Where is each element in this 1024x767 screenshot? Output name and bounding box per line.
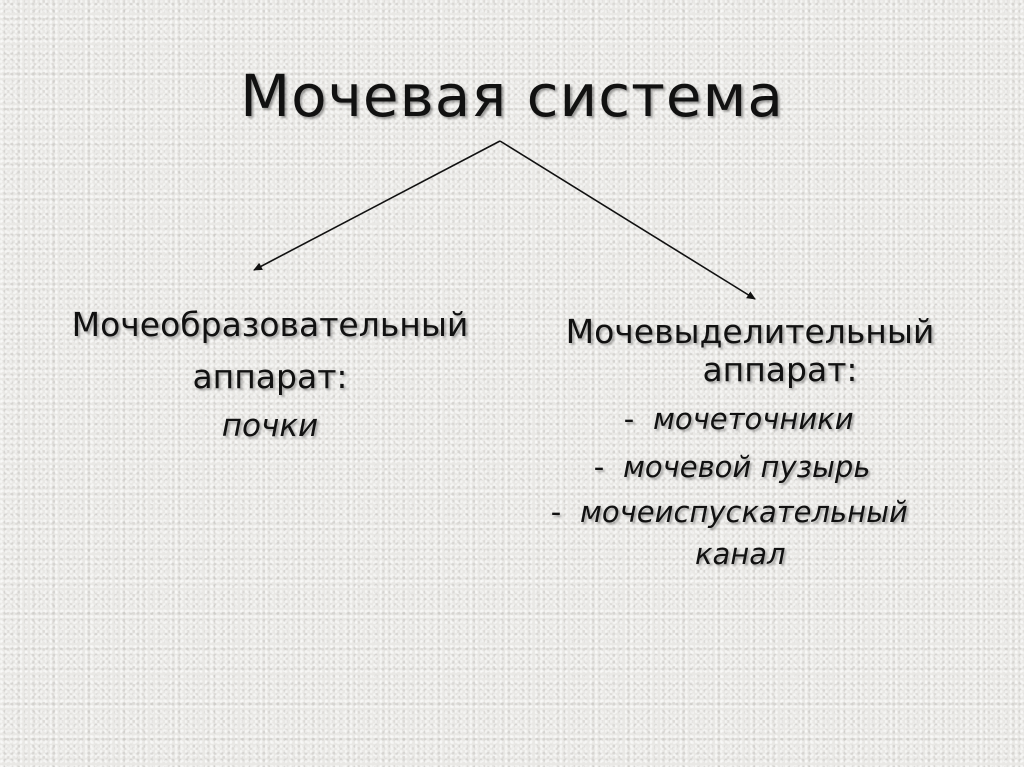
slide-title: Мочевая система [240, 62, 784, 130]
right-subheading: аппарат: [702, 350, 858, 389]
bullet-dash: - [623, 402, 635, 436]
arrow-right-icon [499, 140, 756, 300]
left-item: почки [221, 408, 319, 444]
right-branch: Мочевыделительный аппарат: -мочеточники … [530, 305, 970, 575]
left-branch: Мочеобразовательный аппарат: почки [20, 298, 520, 450]
left-subheading: аппарат: [192, 357, 348, 396]
left-heading: Мочеобразовательный [71, 305, 469, 344]
list-item: -мочеточники [530, 395, 970, 443]
list-item-text: мочевой пузырь [623, 450, 871, 484]
bullet-dash: - [593, 450, 605, 484]
list-item-continuation: канал [695, 537, 786, 571]
list-item-text: мочеточники [653, 402, 854, 436]
arrow-left-icon [253, 140, 501, 271]
list-item-text: мочеиспускательный [580, 495, 908, 529]
right-heading: Мочевыделительный [565, 312, 935, 351]
right-item-list: -мочеточники -мочевой пузырь -мочеиспуск… [530, 395, 970, 575]
list-item: -мочевой пузырь [530, 443, 970, 491]
bullet-dash: - [550, 495, 562, 529]
list-item: -мочеиспускательный [530, 491, 970, 533]
